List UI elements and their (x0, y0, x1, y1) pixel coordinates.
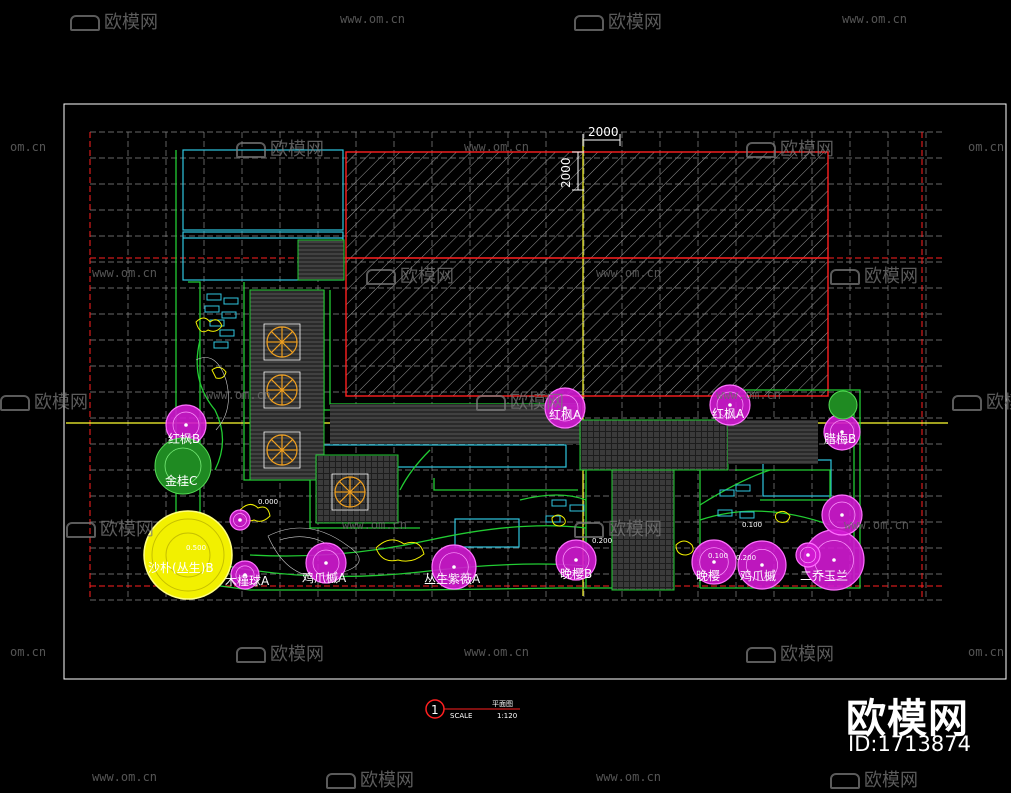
plant-label-jingui_c: 金桂C (165, 473, 197, 488)
plant-label-zaopu: 沙朴(丛生)B (148, 560, 214, 575)
elevation-mark: 0.100 (742, 521, 762, 529)
plant-label-wanying_c: 晚樱 (696, 568, 720, 583)
umbrella-icon (263, 323, 301, 361)
tree-pink_small3 (795, 542, 821, 568)
plant-labels: 红枫B 金桂C 沙朴(丛生)B 木槿球A 鸡爪槭A 丛生紫薇A 晚樱B 红枫A 红枫A 晚樱 鸡爪槭… (148, 406, 856, 588)
title-block: 1 SCALE 平面图 1:120 (425, 699, 520, 720)
elevation-mark: 0.100 (708, 552, 728, 560)
tree-jizhuaqi_b (737, 540, 787, 590)
plant-label-erqiao: 二乔玉兰 (800, 569, 848, 583)
elevation-mark: 0.000 (258, 498, 278, 506)
tree-hongfeng_b (165, 404, 207, 446)
dimension-horizontal: 2000 (588, 125, 619, 139)
tree-green-small (828, 390, 858, 420)
plant-label-wanying_b: 晚樱B (560, 566, 592, 581)
tree-pink_small1 (821, 494, 863, 536)
title-ratio: 1:120 (497, 712, 517, 720)
tree-congsheng (431, 544, 477, 590)
tree-hongfeng_a1 (544, 387, 586, 429)
tree-pink_small2 (229, 509, 251, 531)
tree-wanying_c (691, 539, 737, 585)
tree-jizhuaqi_a (305, 542, 347, 584)
tree-jingui (154, 437, 212, 495)
elevation-mark: 0.200 (592, 537, 612, 545)
umbrella-icon (263, 371, 301, 409)
brand-logo-text: 欧模网 (846, 696, 969, 742)
dimension-vertical: 2000 (559, 157, 573, 188)
elevation-mark: 0.200 (736, 554, 756, 562)
title-scale-word: SCALE (450, 712, 472, 720)
umbrella-icon (331, 473, 369, 511)
plant-label-hongfeng_a2: 红枫A (712, 406, 745, 421)
title-name: 平面图 (492, 700, 513, 708)
umbrella-group (263, 323, 369, 511)
plant-label-jizhuaqi_a: 鸡爪槭A (302, 570, 347, 585)
plant-label-laomao: 腊梅B (824, 431, 856, 446)
building-footprint (345, 151, 829, 397)
umbrella-icon (263, 431, 301, 469)
elevation-labels: 0.000 0.100 0.100 0.200 0.200 0.500 (186, 498, 762, 562)
tree-laomao (823, 413, 861, 451)
brand-id: ID:1713874 (848, 732, 971, 756)
plant-label-mujin: 木槿球A (225, 574, 270, 588)
drawing-frame (63, 103, 1007, 680)
tree-wanying_b (555, 539, 597, 581)
plant-label-congsheng: 丛生紫薇A (424, 572, 481, 586)
plant-label-hongfeng_b: 红枫B (168, 431, 200, 446)
elevation-mark: 0.500 (186, 544, 206, 552)
tree-zaopu (143, 510, 233, 600)
title-number: 1 (431, 703, 439, 717)
paving-surfaces (249, 239, 818, 591)
stepping-stones (204, 293, 755, 523)
tree-hongfeng_a2 (709, 384, 751, 426)
tree-mujin (230, 560, 260, 590)
ornamental-trees (165, 384, 865, 591)
plant-label-jizhuaqi_b: 鸡爪槭 (740, 568, 776, 583)
dimension-annotation (572, 134, 621, 191)
plant-label-hongfeng_a1: 红枫A (549, 407, 582, 422)
